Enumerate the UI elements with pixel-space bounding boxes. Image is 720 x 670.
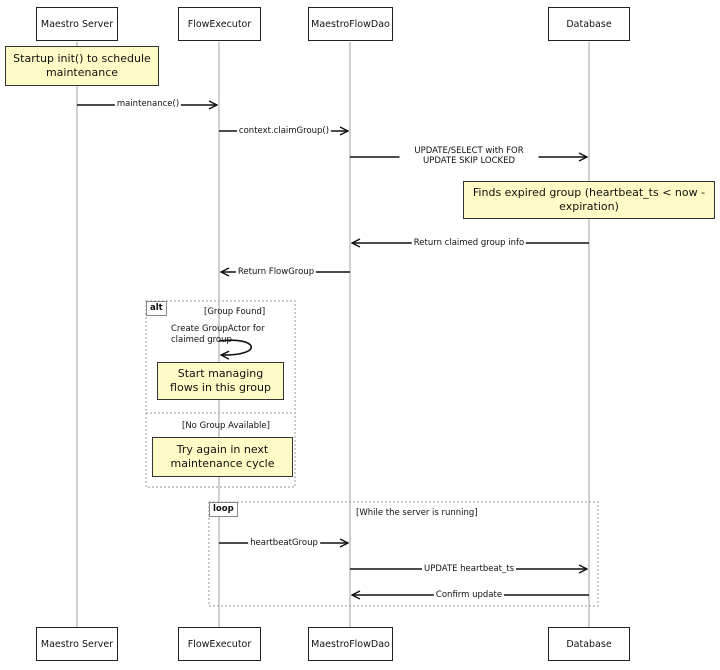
label-return-claimed: Return claimed group info bbox=[411, 238, 527, 248]
note-try-again: Try again in next maintenance cycle bbox=[152, 437, 293, 477]
actor-dao-top: MaestroFlowDao bbox=[308, 7, 393, 41]
loop-tag: loop bbox=[209, 502, 238, 517]
label-create-actor: Create GroupActor for claimed group bbox=[171, 324, 265, 345]
label-update-select: UPDATE/SELECT with FOR UPDATE SKIP LOCKE… bbox=[399, 146, 539, 166]
loop-guard: [While the server is running] bbox=[356, 508, 478, 518]
label-confirm-update: Confirm update bbox=[433, 590, 505, 600]
alt-tag: alt bbox=[146, 301, 167, 316]
actor-executor-top: FlowExecutor bbox=[178, 7, 261, 41]
label-claim-group: context.claimGroup() bbox=[236, 126, 332, 136]
note-managing: Start managing flows in this group bbox=[157, 362, 284, 400]
alt-guard-group-found: [Group Found] bbox=[204, 307, 266, 317]
label-return-flowgroup: Return FlowGroup bbox=[235, 267, 317, 277]
label-heartbeat-group: heartbeatGroup bbox=[248, 538, 320, 548]
label-maintenance: maintenance() bbox=[114, 99, 182, 109]
alt-fragment bbox=[145, 300, 296, 488]
note-expired: Finds expired group (heartbeat_ts < now … bbox=[463, 181, 715, 219]
alt-guard-no-group: [No Group Available] bbox=[182, 421, 270, 431]
actor-dao-bottom: MaestroFlowDao bbox=[308, 627, 393, 661]
actor-executor-bottom: FlowExecutor bbox=[178, 627, 261, 661]
note-startup: Startup init() to schedule maintenance bbox=[5, 46, 159, 86]
loop-fragment bbox=[208, 501, 599, 607]
actor-db-bottom: Database bbox=[548, 627, 630, 661]
actor-server-bottom: Maestro Server bbox=[36, 627, 118, 661]
label-update-heartbeat: UPDATE heartbeat_ts bbox=[422, 564, 516, 574]
arrow-self-create-actor bbox=[218, 339, 252, 355]
actor-server-top: Maestro Server bbox=[36, 7, 118, 41]
actor-db-top: Database bbox=[548, 7, 630, 41]
